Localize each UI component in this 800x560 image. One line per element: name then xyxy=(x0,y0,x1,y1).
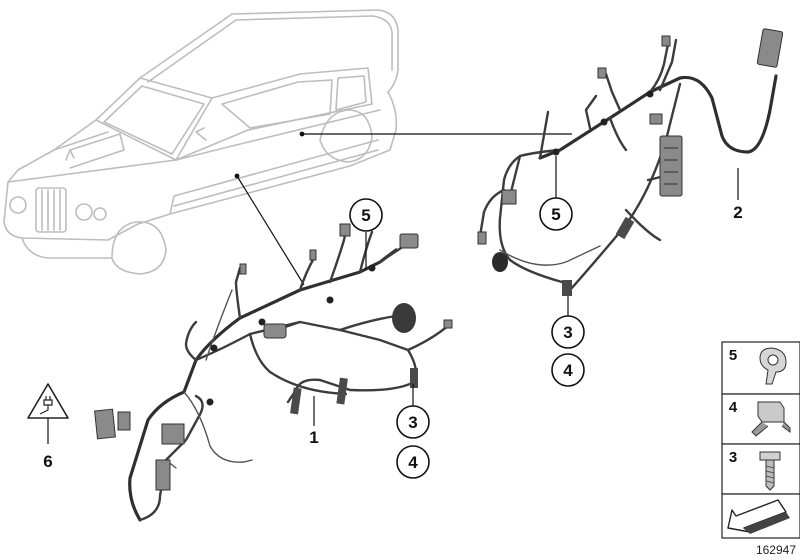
car-outline xyxy=(3,9,399,275)
callout-part-3-right: 3 xyxy=(563,323,572,342)
bolt-icon xyxy=(759,451,781,491)
callout-part-5-left: 5 xyxy=(361,206,370,225)
part-6-warning: 6 xyxy=(27,383,69,471)
clip-icon xyxy=(759,347,787,385)
legend-label-0: 5 xyxy=(729,347,737,364)
parts-legend: 5 4 3 162947 xyxy=(721,341,800,557)
callouts: 1 5 3 4 5 3 4 2 xyxy=(309,156,743,479)
legend-label-2: 3 xyxy=(729,449,737,466)
pointer-lines xyxy=(234,131,572,286)
callout-part-2: 2 xyxy=(733,203,742,222)
callout-part-4-right: 4 xyxy=(563,361,573,380)
wiring-harness-left xyxy=(94,223,453,522)
callout-part-4-left: 4 xyxy=(408,453,418,472)
callout-part-5-right: 5 xyxy=(551,205,560,224)
callout-part-3-left: 3 xyxy=(408,413,417,432)
direction-arrow-icon xyxy=(727,499,790,534)
legend-label-1: 4 xyxy=(729,399,738,416)
wiring-harness-right xyxy=(477,28,784,296)
plug-icon xyxy=(39,396,53,415)
callout-part-1: 1 xyxy=(309,428,318,447)
callout-part-6: 6 xyxy=(43,452,52,471)
bracket-icon xyxy=(751,401,791,437)
image-number: 162947 xyxy=(756,543,796,557)
